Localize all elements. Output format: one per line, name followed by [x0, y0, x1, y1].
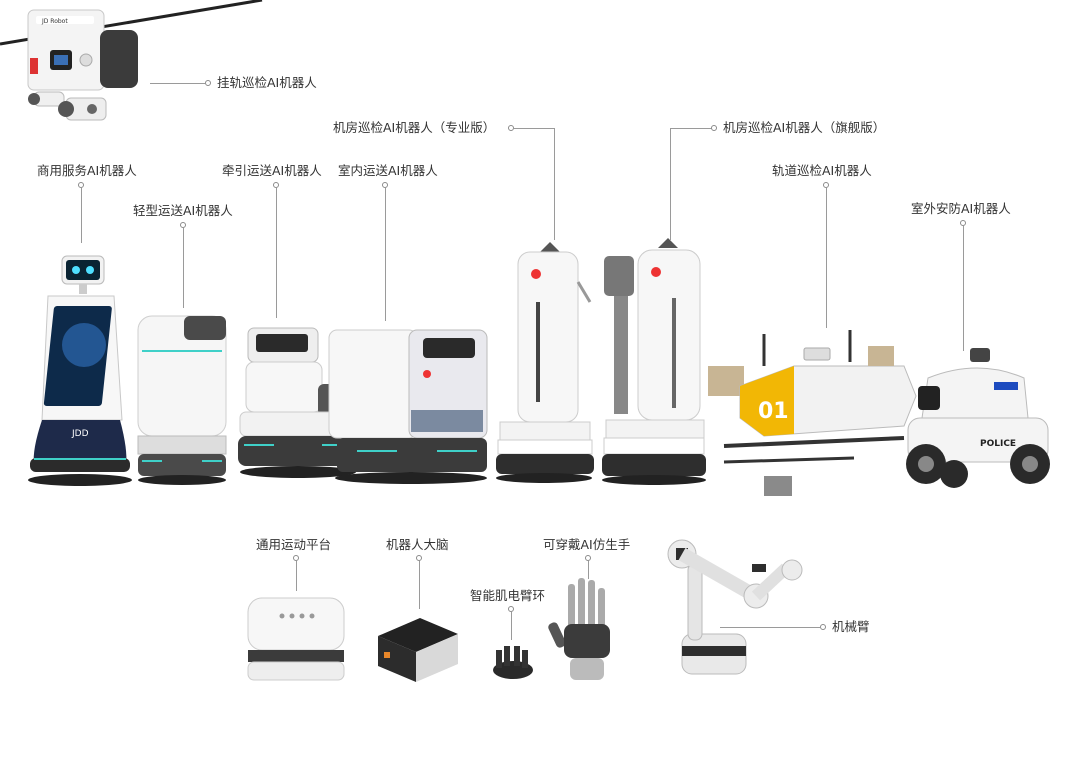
leader-line [588, 561, 589, 579]
label-light-delivery: 轻型运送AI机器人 [133, 203, 233, 218]
leader-dot [273, 182, 279, 188]
leader-dot [820, 624, 826, 630]
leader-dot [508, 606, 514, 612]
robot-brain-image [378, 618, 458, 682]
label-robot-arm: 机械臂 [832, 619, 870, 634]
outdoor-security-robot-image: POLICE [906, 348, 1050, 488]
leader-line [296, 561, 297, 591]
label-track-inspection: 轨道巡检AI机器人 [772, 163, 872, 178]
rail-brand-text: JD Robot [41, 18, 68, 25]
robot-arm-image [667, 539, 803, 675]
leader-dot [293, 555, 299, 561]
leader-line [670, 128, 712, 129]
leader-line [511, 612, 512, 640]
indoor-delivery-robot-image [328, 329, 488, 484]
leader-dot [78, 182, 84, 188]
label-robot-brain: 机器人大脑 [386, 537, 449, 552]
leader-dot [416, 555, 422, 561]
label-emg-armband: 智能肌电臂环 [470, 588, 546, 603]
leader-line [419, 561, 420, 609]
leader-line [554, 128, 555, 240]
label-rail-inspection: 挂轨巡检AI机器人 [217, 75, 317, 90]
label-towing-delivery: 牵引运送AI机器人 [222, 163, 322, 178]
universal-platform-image [247, 597, 345, 681]
leader-dot [180, 222, 186, 228]
label-wearable-hand: 可穿戴AI仿生手 [543, 537, 631, 552]
track-inspection-robot-image: 01 [708, 330, 917, 496]
leader-dot [585, 555, 591, 561]
datacenter-flagship-robot-image [602, 238, 706, 485]
commercial-service-robot-image: JDD [28, 255, 132, 486]
leader-dot [508, 125, 514, 131]
rail-inspection-robot-image: JD Robot [0, 0, 263, 121]
light-delivery-robot-image [137, 315, 227, 485]
leader-line [183, 228, 184, 308]
leader-dot [205, 80, 211, 86]
leader-dot [823, 182, 829, 188]
leader-line [720, 627, 820, 628]
emg-armband-image [493, 646, 533, 679]
datacenter-pro-robot-image [496, 242, 594, 483]
leader-dot [382, 182, 388, 188]
leader-line [826, 188, 827, 328]
label-indoor-delivery: 室内运送AI机器人 [338, 163, 438, 178]
leader-line [81, 188, 82, 243]
police-text: POLICE [980, 439, 1016, 449]
label-commercial-service: 商用服务AI机器人 [37, 163, 137, 178]
leader-line [150, 83, 205, 84]
leader-line [963, 226, 964, 351]
leader-line [385, 188, 386, 321]
bionic-hand-image [548, 578, 610, 680]
label-datacenter-flagship: 机房巡检AI机器人（旗舰版） [723, 120, 886, 135]
leader-dot [960, 220, 966, 226]
leader-line [514, 128, 554, 129]
label-universal-platform: 通用运动平台 [256, 537, 332, 552]
leader-line [670, 128, 671, 240]
leader-line [276, 188, 277, 318]
leader-dot [711, 125, 717, 131]
service-badge-text: JDD [71, 429, 89, 439]
label-datacenter-pro: 机房巡检AI机器人（专业版） [333, 120, 496, 135]
towing-delivery-robot-image [238, 327, 360, 478]
label-outdoor-security: 室外安防AI机器人 [911, 201, 1011, 216]
track-number-text: 01 [758, 399, 789, 424]
